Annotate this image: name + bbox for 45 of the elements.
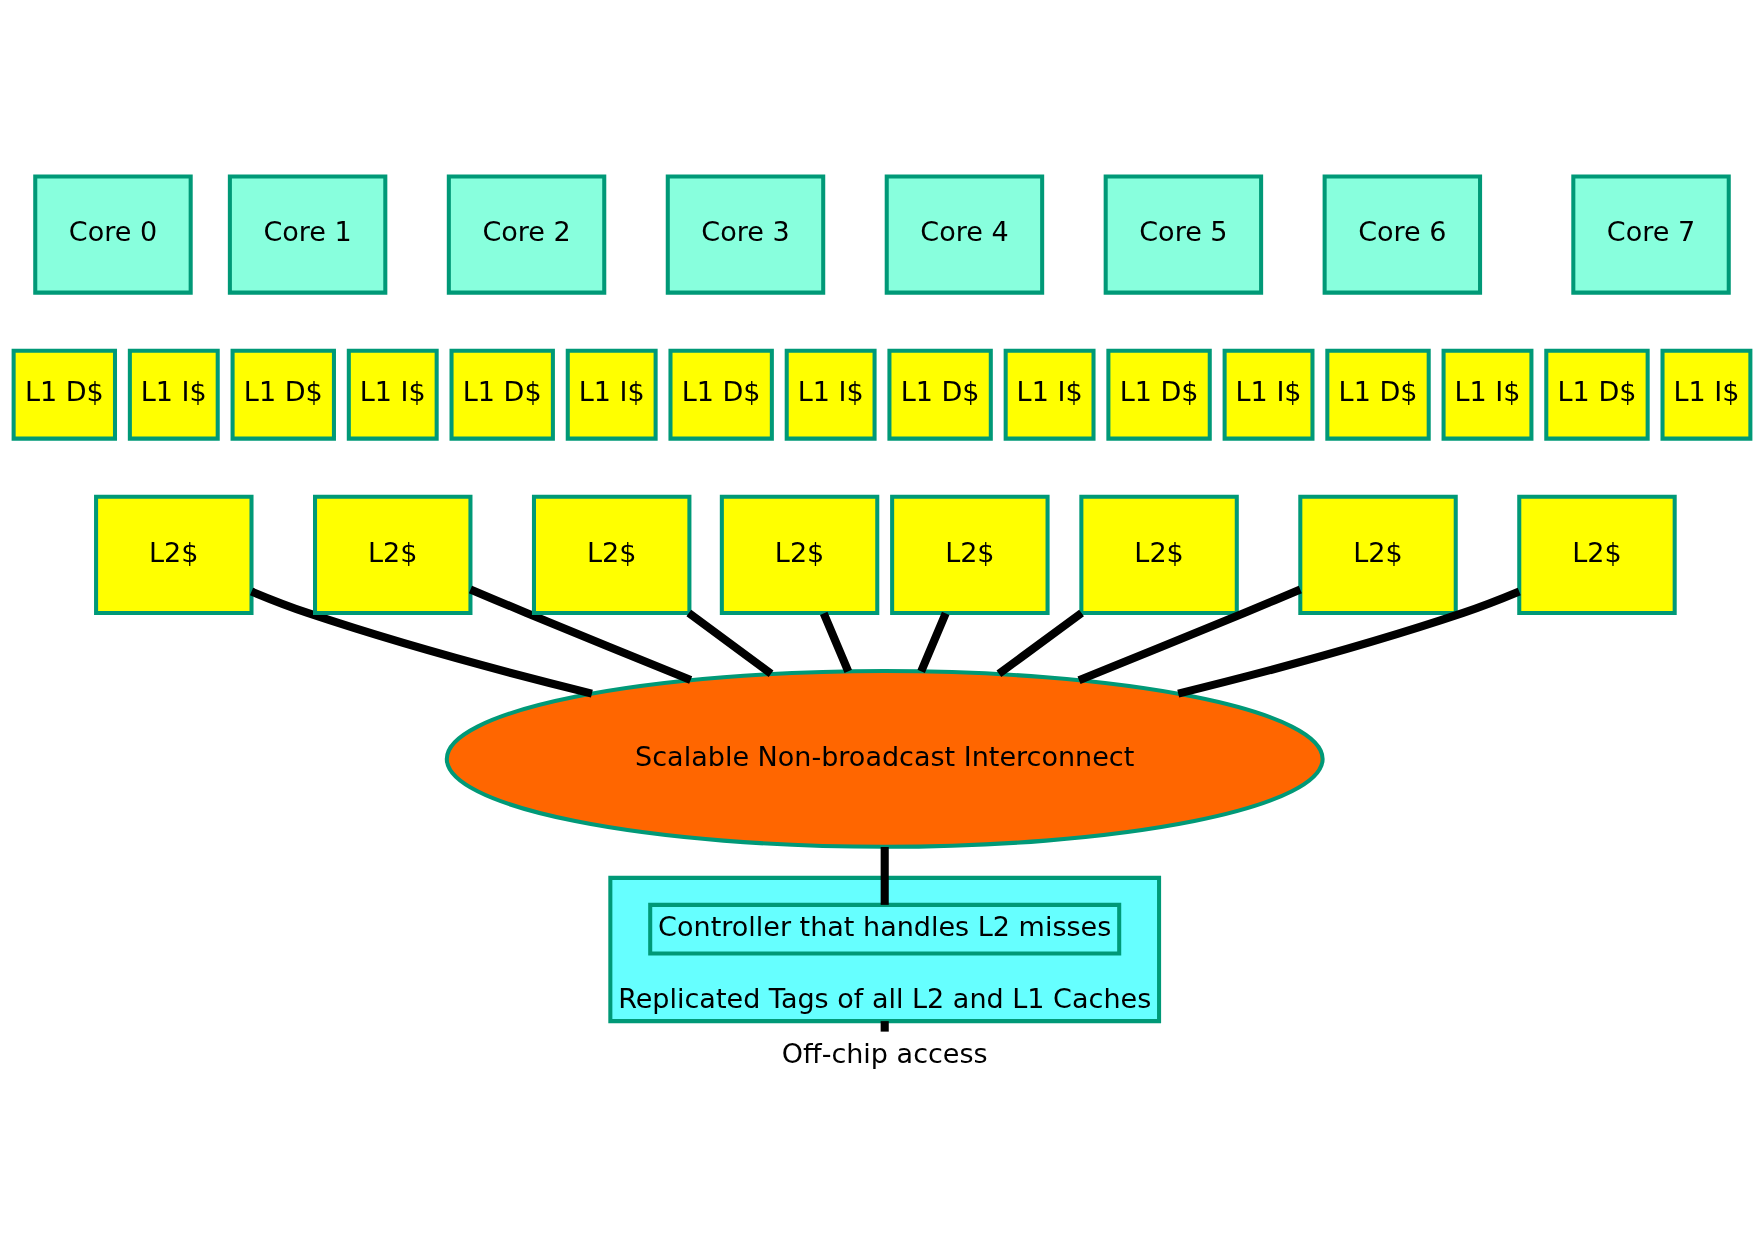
node-box: L2$ (890, 494, 1050, 615)
connector (1077, 585, 1302, 684)
node-box: Core 4 (884, 173, 1045, 295)
connector (880, 1020, 889, 1032)
node-box: Core 1 (227, 173, 388, 295)
node-box: L1 D$ (230, 348, 336, 441)
node-box: Core 6 (1322, 173, 1483, 295)
node-box: L2$ (313, 494, 473, 615)
node-box: L1 I$ (1003, 348, 1096, 441)
node-box: L1 D$ (11, 348, 117, 441)
connector (917, 611, 950, 673)
node-box: L1 D$ (668, 348, 774, 441)
node-box: L1 D$ (1106, 348, 1212, 441)
connector (1177, 587, 1521, 698)
node-text: Off-chip access (781, 1037, 988, 1069)
node-box: L1 I$ (346, 348, 439, 441)
node-box: L1 I$ (1441, 348, 1534, 441)
node-box: L2$ (719, 494, 880, 615)
node-box: L1 D$ (1325, 348, 1431, 441)
connector (820, 611, 852, 673)
node-box: L2$ (531, 494, 692, 615)
node-box: Core 7 (1571, 173, 1731, 295)
connector (686, 609, 774, 677)
connector (880, 846, 889, 905)
node-box: L1 D$ (887, 348, 993, 441)
node-box: L2$ (94, 494, 254, 615)
node-box: Core 2 (446, 173, 607, 295)
node-box: Core 3 (665, 173, 826, 295)
node-box: L2$ (1298, 494, 1458, 615)
connector (250, 587, 593, 697)
node-ellipse: Scalable Non-broadcast Interconnect (444, 668, 1325, 849)
node-box: L1 I$ (127, 348, 220, 441)
node-box: L1 I$ (1222, 348, 1315, 441)
node-box: L1 D$ (449, 348, 555, 441)
node-box: L2$ (1517, 494, 1677, 615)
node-box: L2$ (1079, 494, 1239, 615)
node-box: Core 5 (1103, 173, 1264, 295)
node-box: Core 0 (33, 173, 193, 295)
node-box: Controller that handles L2 misses (648, 902, 1122, 956)
node-box: L1 I$ (1660, 348, 1753, 441)
connector (468, 585, 693, 684)
node-box: L1 I$ (784, 348, 877, 441)
connector (996, 609, 1084, 677)
node-box: L1 I$ (565, 348, 658, 441)
node-box: L1 D$ (1544, 348, 1650, 441)
